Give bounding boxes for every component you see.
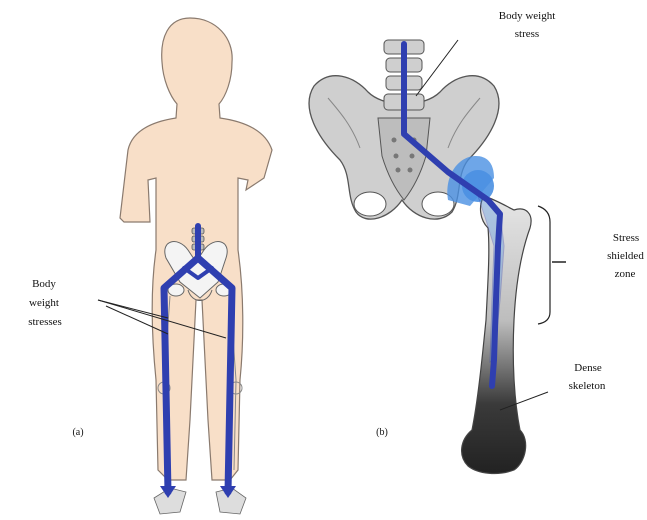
annotation-stresses: stresses	[20, 315, 70, 329]
panel-b-figure	[309, 40, 566, 473]
obturator-left	[354, 192, 386, 216]
stress-shielded-bracket	[538, 206, 550, 324]
annotation-weight: weight	[18, 296, 70, 310]
panel-b-caption: (b)	[368, 426, 396, 440]
skeleton-label: skeleton	[560, 379, 614, 393]
dense-label: Dense	[566, 361, 610, 375]
stress-label: stress	[505, 27, 549, 41]
stress-shielded-line1: Stress	[606, 231, 646, 245]
body-weight-label: Body weight	[493, 9, 561, 23]
panel-a-figure	[98, 18, 272, 514]
stress-shielded-line2: shielded	[604, 249, 647, 263]
panel-a-caption: (a)	[64, 426, 92, 440]
annotation-body: Body	[22, 277, 66, 291]
stress-shielded-line3: zone	[608, 267, 642, 281]
